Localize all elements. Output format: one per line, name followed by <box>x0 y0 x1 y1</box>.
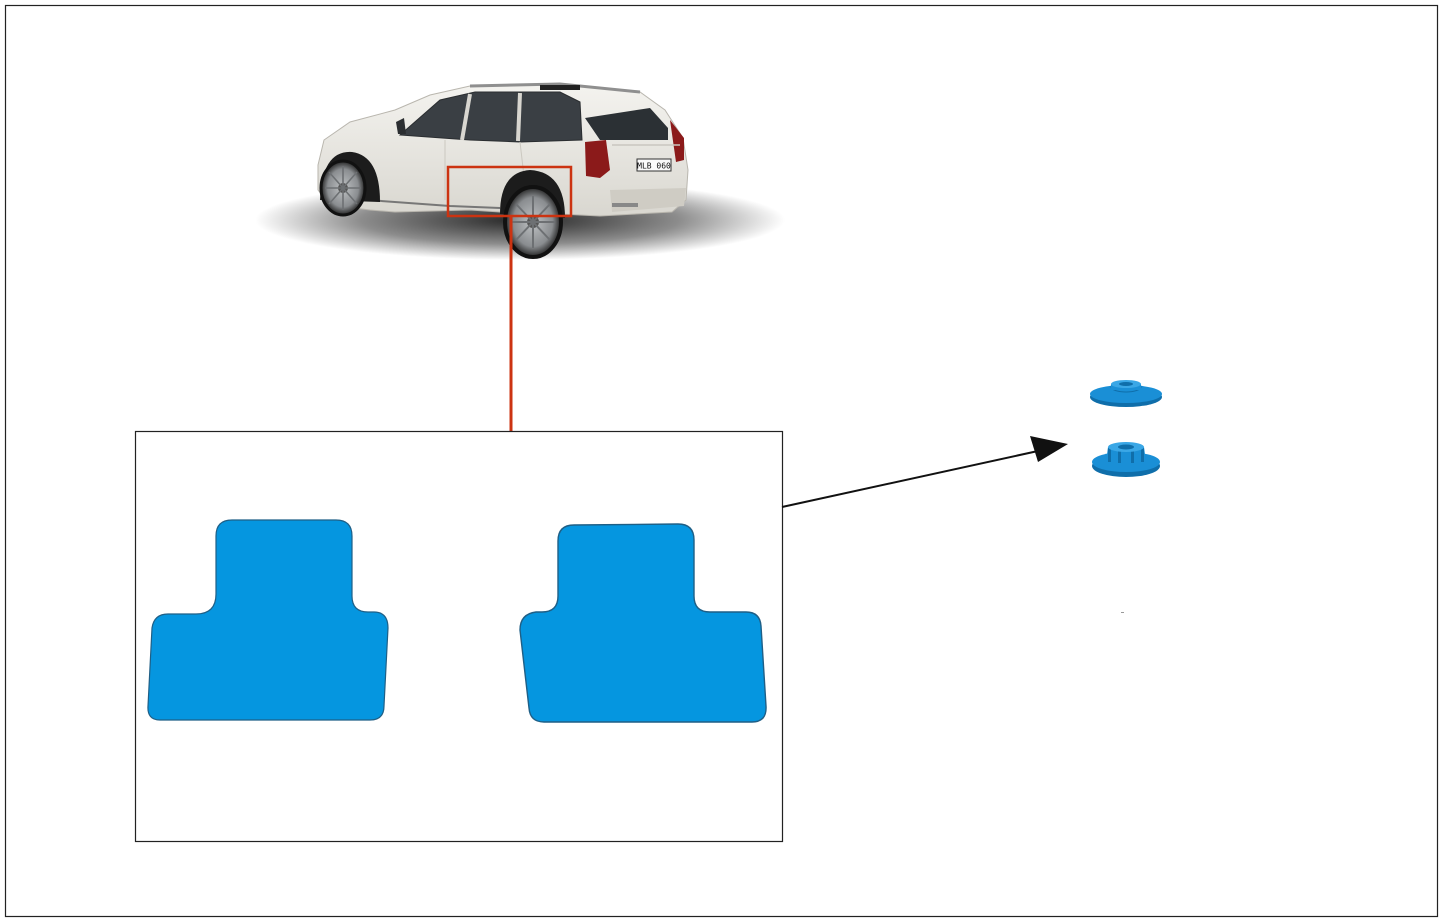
license-plate <box>636 158 672 172</box>
page-frame <box>4 4 1439 918</box>
car-rear-window <box>585 108 668 140</box>
car-tail-light <box>585 140 610 178</box>
callout-arrow <box>781 436 1068 508</box>
car-image: MLB 060 <box>255 82 785 260</box>
fastener-clip-top <box>1090 380 1162 407</box>
car-windows <box>398 91 583 143</box>
license-plate-text: MLB 060 <box>637 162 671 171</box>
floor-mat-right <box>519 523 767 723</box>
fastener-clip-base <box>1092 442 1160 477</box>
floor-mat-left <box>147 519 389 721</box>
speck <box>1121 612 1124 613</box>
